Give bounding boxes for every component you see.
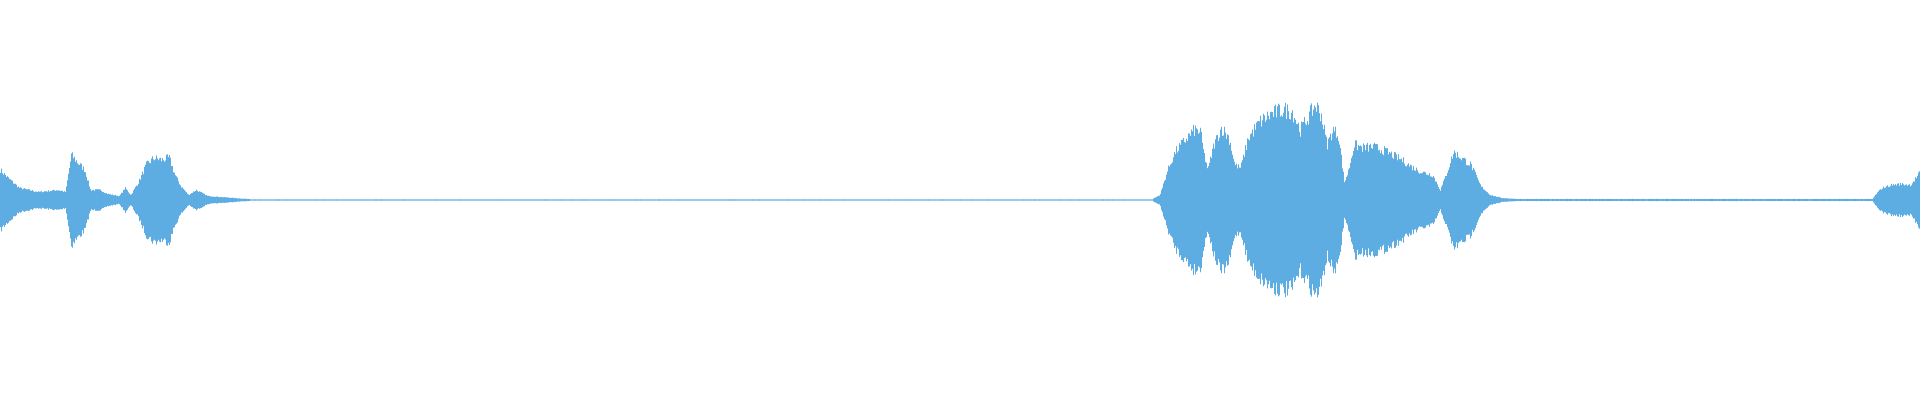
waveform-samples (0, 102, 1920, 298)
waveform-path (0, 102, 1920, 298)
